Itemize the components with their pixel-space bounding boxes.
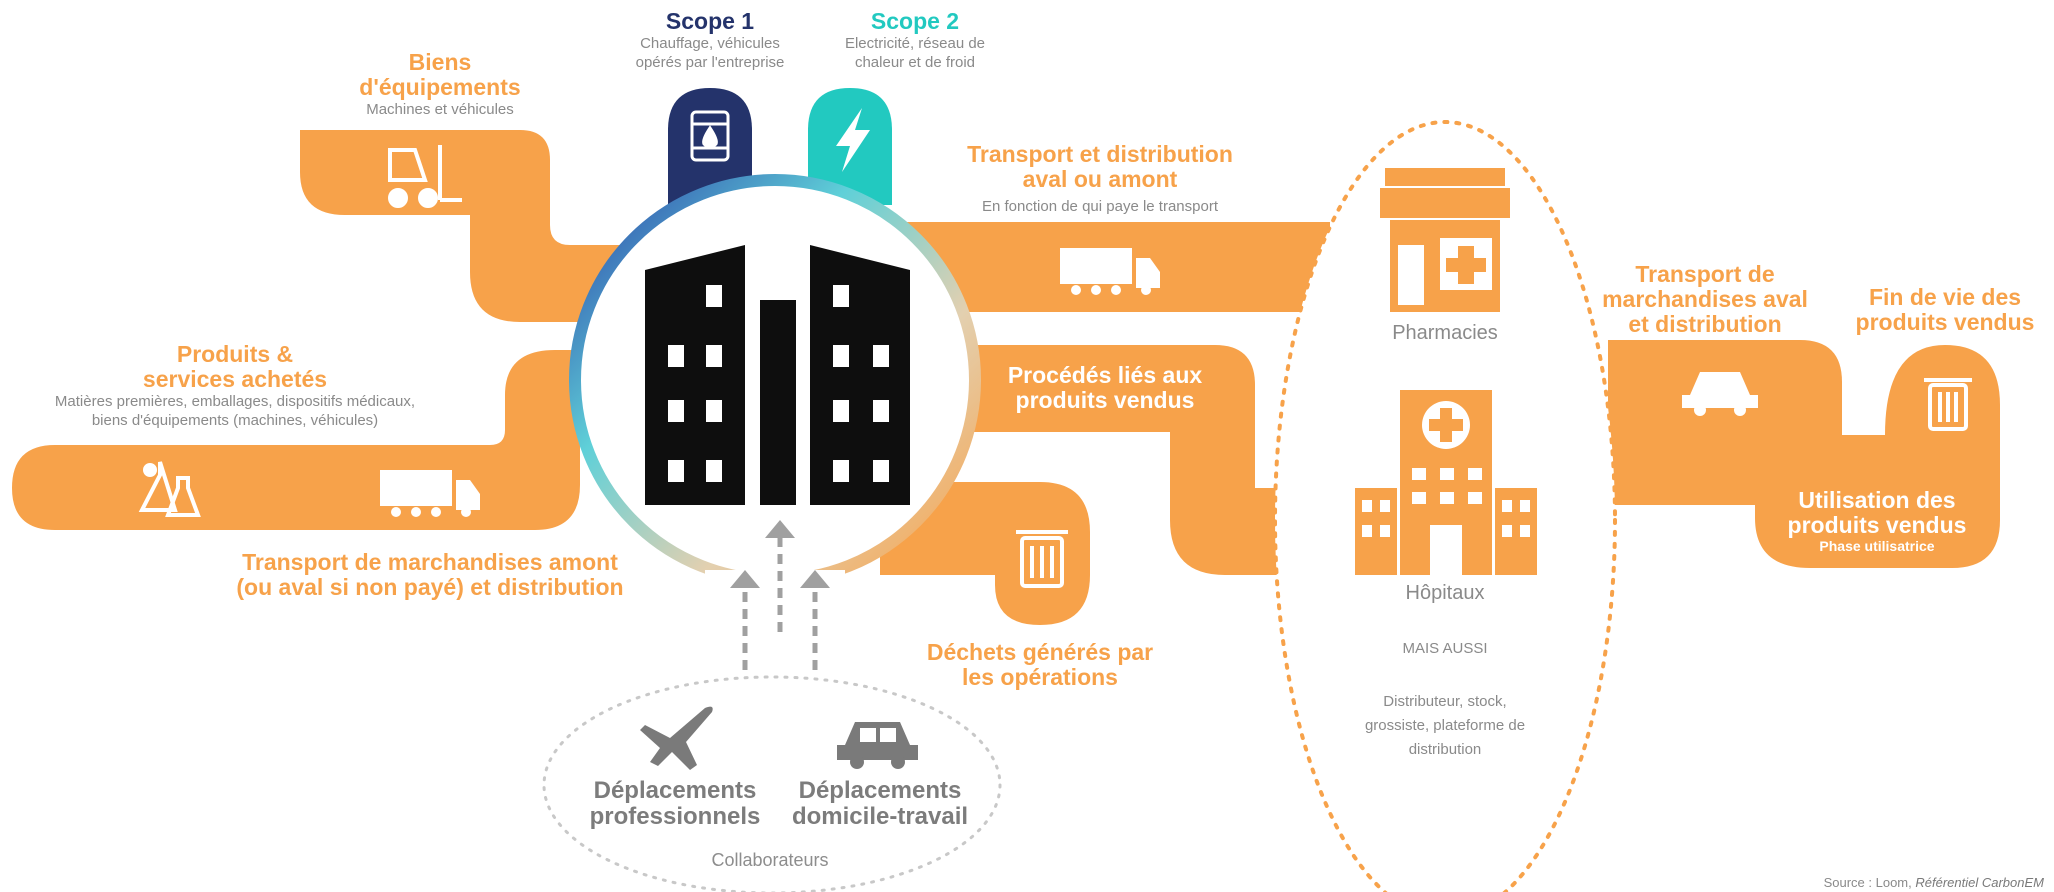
scope2-label: Scope 2 Electricité, réseau de chaleur e… <box>785 8 1045 72</box>
biens-title-line2: d'équipements <box>359 74 521 100</box>
trash-icon <box>1016 530 1068 588</box>
hopitaux-label: Hôpitaux <box>1405 582 1485 604</box>
oil-barrel-icon <box>690 110 730 162</box>
scope1-subtitle-line1: Chauffage, véhicules <box>640 35 780 52</box>
autres-clients-label: Distributeur, stock, grossiste, platefor… <box>1330 690 1560 762</box>
deplacements-dom-line1: Déplacements <box>798 777 962 804</box>
lightning-icon <box>836 108 870 172</box>
deplacements-pro-line2: professionnels <box>589 803 761 830</box>
utilisation-line2: produits vendus <box>1787 512 1967 538</box>
scope1-subtitle-line2: opérés par l'entreprise <box>635 54 785 71</box>
utilisation-subtitle: Phase utilisatrice <box>1819 538 1935 554</box>
hospital-cross-icon <box>1429 408 1463 442</box>
transport-aval-amont-label: Transport et distribution aval ou amont … <box>920 142 1280 216</box>
collaborateurs-ellipse <box>542 675 1002 892</box>
procedes-line1: Procédés liés aux <box>1007 362 1203 388</box>
up-arrows <box>742 535 818 670</box>
utilisation-line1: Utilisation des <box>1798 487 1956 513</box>
dechets-line2: les opérations <box>962 664 1118 690</box>
airplane-icon <box>640 706 713 770</box>
source-note: Source : Loom, Référentiel CarbonEM <box>1824 875 2044 890</box>
deplacements-dom-line2: domicile-travail <box>791 803 969 830</box>
transport-amont-label: Transport de marchandises amont (ou aval… <box>200 550 660 600</box>
transport-aval-line1: Transport de <box>1635 261 1775 287</box>
transport-amont-line2: (ou aval si non payé) et distribution <box>236 574 624 600</box>
scope2-title: Scope 2 <box>870 8 960 34</box>
pharmacies-label: Pharmacies <box>1392 322 1498 344</box>
produits-title-line2: services achetés <box>142 366 328 392</box>
source-prefix: Source : Loom, <box>1823 875 1912 890</box>
transport-aval-amont-subtitle: En fonction de qui paye le transport <box>982 198 1218 215</box>
scope2-subtitle-line2: chaleur et de froid <box>854 54 976 71</box>
band-procedes <box>920 345 1300 575</box>
car-icon <box>1682 372 1758 416</box>
band-dechets <box>880 482 1090 625</box>
procedes-line2: produits vendus <box>1015 387 1195 413</box>
produits-subtitle-line2: biens d'équipements (machines, véhicules… <box>91 412 379 429</box>
building-icon <box>645 245 910 505</box>
procedes-label: Procédés liés aux produits vendus <box>985 363 1225 413</box>
transport-aval-amont-line2: aval ou amont <box>1022 166 1178 192</box>
biens-subtitle: Machines et véhicules <box>366 101 514 118</box>
hospital-windows <box>1362 468 1530 575</box>
band-biens <box>300 130 650 322</box>
produits-subtitle-line1: Matières premières, emballages, disposit… <box>54 393 416 410</box>
truck-icon <box>380 470 480 517</box>
car-windows <box>860 728 896 742</box>
dechets-label: Déchets générés par les opérations <box>900 640 1180 690</box>
fin-de-vie-label: Fin de vie des produits vendus <box>1840 285 2050 335</box>
scope2-subtitle-line1: Electricité, réseau de <box>844 35 986 52</box>
produits-label: Produits & services achetés Matières pre… <box>5 342 465 430</box>
fin-de-vie-line1: Fin de vie des <box>1868 284 2022 310</box>
produits-title-line1: Produits & <box>176 341 294 367</box>
autres-clients-line1: Distributeur, stock, <box>1383 693 1507 710</box>
collaborateurs-caption: Collaborateurs <box>711 850 829 870</box>
scope1-title: Scope 1 <box>665 8 755 34</box>
utilisation-label: Utilisation des produits vendus Phase ut… <box>1762 487 1992 555</box>
biens-title-line1: Biens <box>408 49 472 75</box>
dechets-line1: Déchets générés par <box>926 639 1154 665</box>
building-windows <box>668 285 889 482</box>
deplacements-pro-line1: Déplacements <box>593 777 757 804</box>
fin-de-vie-line2: produits vendus <box>1855 309 2035 335</box>
mais-aussi-label: MAIS AUSSI <box>1402 640 1488 657</box>
trash-icon <box>1924 378 1972 431</box>
deplacements-dom-label: Déplacements domicile-travail <box>775 778 985 830</box>
transport-aval-line2: marchandises aval <box>1602 286 1808 312</box>
arrow-heads <box>730 520 830 588</box>
deplacements-pro-label: Déplacements professionnels <box>575 778 775 830</box>
transport-aval-line3: et distribution <box>1628 311 1782 337</box>
autres-clients-line3: distribution <box>1408 741 1482 758</box>
forklift-icon <box>388 145 462 208</box>
truck-icon <box>1060 248 1160 295</box>
transport-aval-amont-line1: Transport et distribution <box>967 141 1233 167</box>
autres-clients-line2: grossiste, plateforme de <box>1364 717 1526 734</box>
car-icon <box>837 722 918 769</box>
biens-label: Biens d'équipements Machines et véhicule… <box>300 50 580 119</box>
source-reference: Référentiel CarbonEM <box>1915 875 2044 890</box>
cross-icon <box>1446 246 1486 284</box>
transport-amont-line1: Transport de marchandises amont <box>242 549 618 575</box>
transport-aval-label: Transport de marchandises aval et distri… <box>1600 262 1810 337</box>
scope1-label: Scope 1 Chauffage, véhicules opérés par … <box>580 8 840 72</box>
lab-flask-icon <box>138 461 201 517</box>
